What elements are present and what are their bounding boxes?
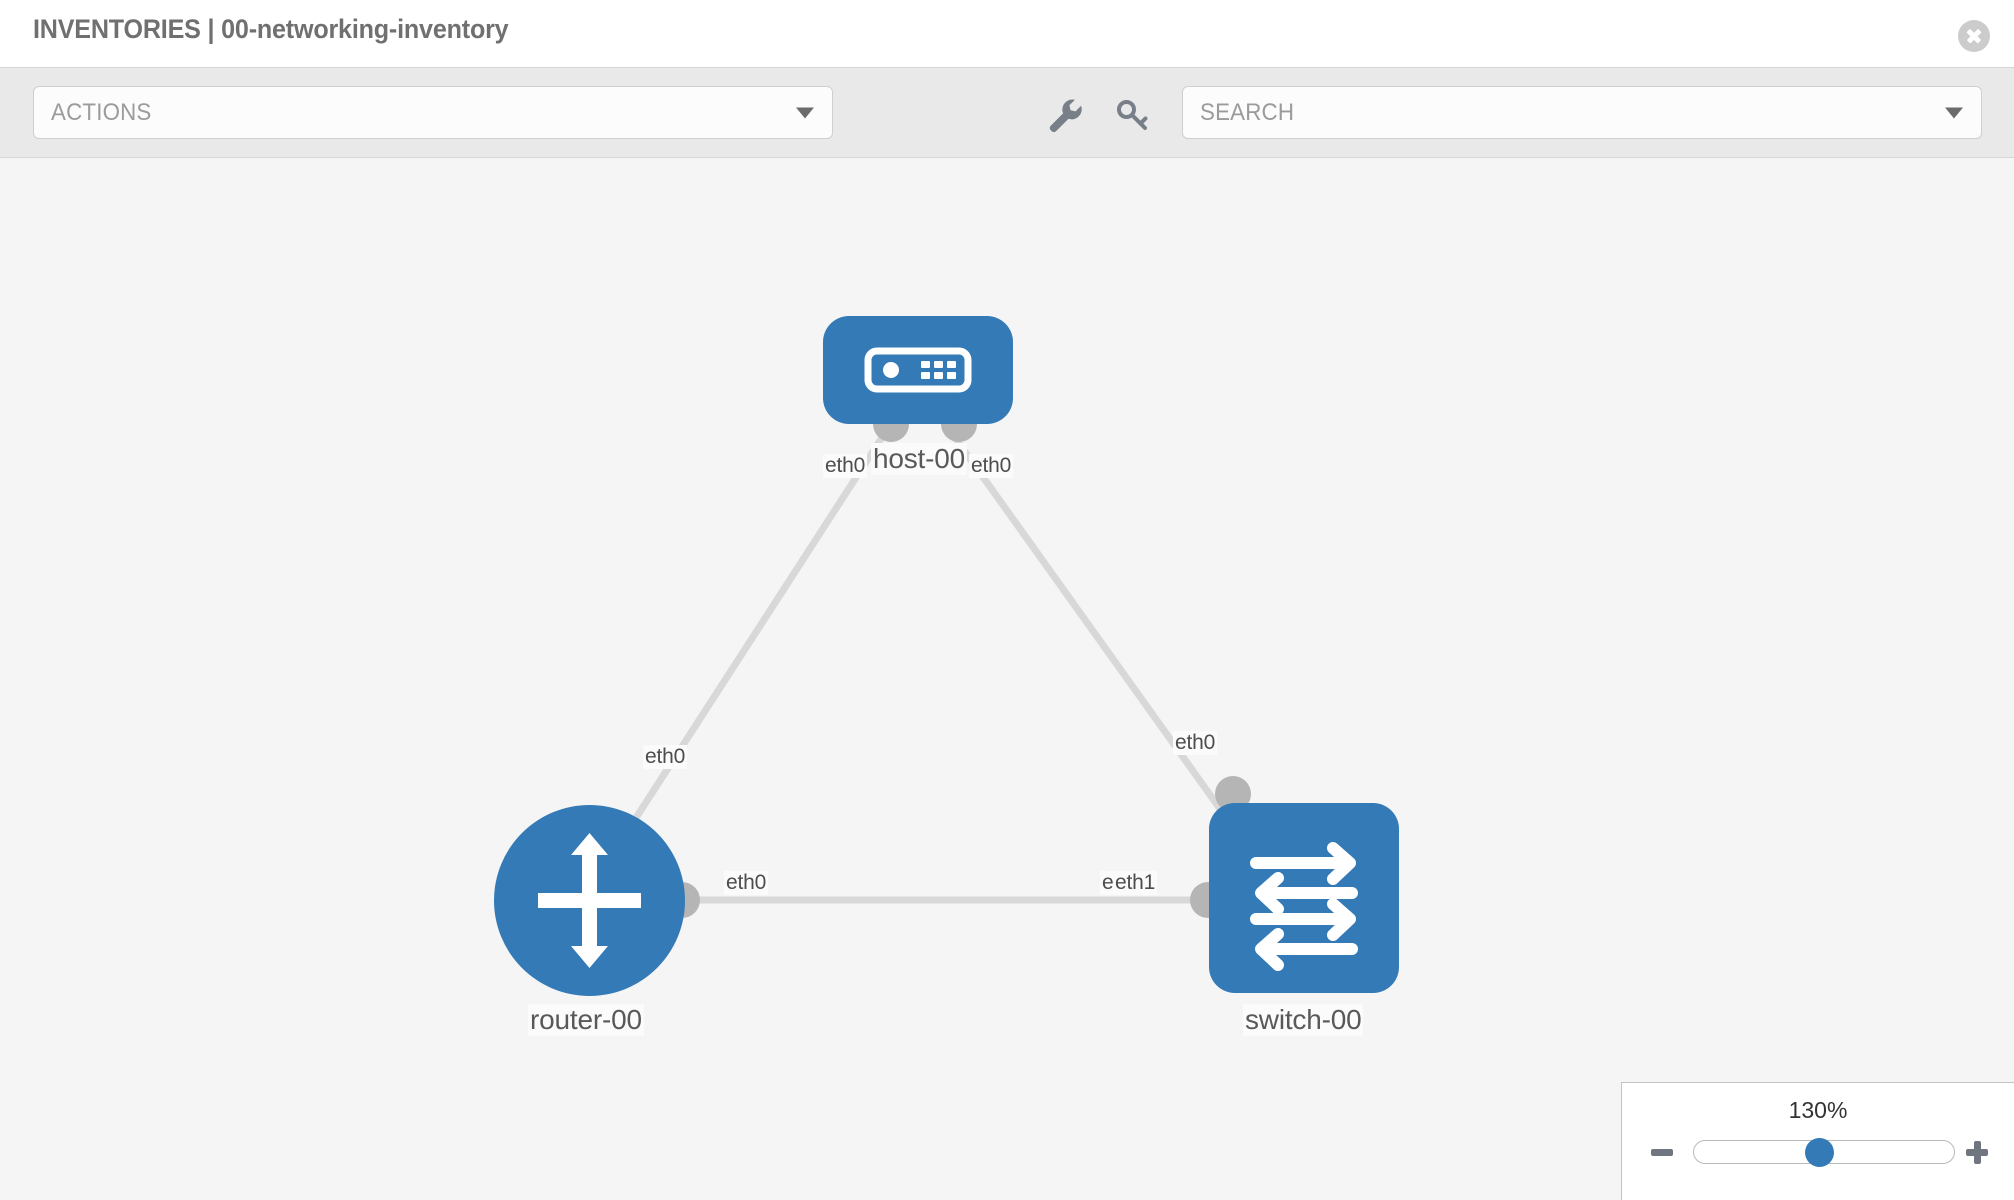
interface-label-router-to-host: eth0: [643, 745, 688, 769]
interface-label-switch-to-host: eth0: [1173, 731, 1218, 755]
topology-links-layer: [606, 424, 1252, 904]
link-host-router: [606, 424, 892, 862]
link-host-switch: [944, 424, 1252, 852]
interface-label-switch-to-router: eth1: [1113, 871, 1158, 895]
node-label-router-00: router-00: [528, 1004, 644, 1036]
page-title: INVENTORIES | 00-networking-inventory: [33, 14, 509, 44]
key-icon[interactable]: [1112, 94, 1152, 134]
interface-label-host-to-router: eth0: [823, 454, 868, 478]
node-label-host-00: host-00: [871, 443, 967, 475]
node-switch-00[interactable]: [1209, 803, 1399, 993]
actions-dropdown-label: ACTIONS: [51, 98, 152, 126]
actions-dropdown[interactable]: ACTIONS: [33, 86, 833, 139]
node-label-switch-00: switch-00: [1243, 1004, 1364, 1036]
node-router-00[interactable]: [494, 805, 685, 996]
close-icon[interactable]: [1958, 20, 1990, 52]
search-placeholder: SEARCH: [1200, 98, 1295, 126]
zoom-control-panel: 130%: [1621, 1082, 2014, 1200]
zoom-slider[interactable]: [1693, 1138, 1955, 1167]
search-input[interactable]: SEARCH: [1182, 86, 1982, 139]
node-host-00[interactable]: [823, 316, 1013, 424]
switch-arrows-icon: [1250, 842, 1358, 971]
router-arrows-icon: [538, 833, 641, 968]
server-icon: [864, 347, 972, 393]
minus-icon[interactable]: [1649, 1139, 1675, 1165]
topology-canvas[interactable]: host-00 router-00 switch-00 eth0 eth0 et…: [0, 158, 2014, 1200]
plus-icon[interactable]: [1964, 1139, 1990, 1165]
window-header: INVENTORIES | 00-networking-inventory: [0, 0, 2014, 67]
interface-label-host-to-switch: eth0: [969, 454, 1014, 478]
toolbar: ACTIONS SEARCH: [0, 67, 2014, 158]
wrench-icon[interactable]: [1044, 94, 1084, 134]
interface-label-router-to-switch: eth0: [724, 871, 769, 895]
zoom-slider-thumb[interactable]: [1805, 1138, 1834, 1167]
chevron-down-icon: [796, 107, 814, 118]
zoom-level-value: 130%: [1788, 1097, 1848, 1123]
chevron-down-icon: [1945, 107, 1963, 118]
